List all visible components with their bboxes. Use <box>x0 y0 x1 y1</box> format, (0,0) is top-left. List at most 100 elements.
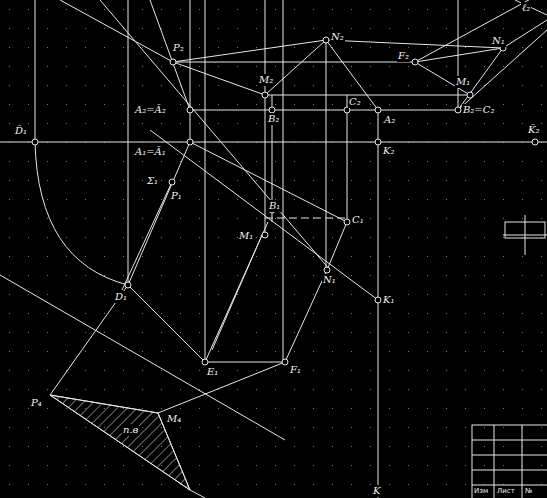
point-label: M₄ <box>166 413 182 425</box>
construction-line <box>375 107 381 113</box>
construction-line <box>128 142 190 285</box>
point-label: M₁ <box>238 230 254 242</box>
point-label: K <box>372 485 381 497</box>
construction-line <box>190 110 458 111</box>
construction-line <box>205 0 206 362</box>
point-label: Σ₁ <box>146 175 159 187</box>
construction-line <box>324 267 330 273</box>
point-label: M₁ <box>455 76 471 88</box>
table-cell: № <box>525 487 532 496</box>
construction-line <box>326 40 503 48</box>
hidden-line <box>265 218 347 219</box>
point-label: B₂ <box>267 113 280 125</box>
point-label: D₁ <box>114 291 128 303</box>
point-label: B₂=C₂ <box>462 104 495 116</box>
point-label: P₁ <box>170 190 183 202</box>
point-label: п.в <box>122 424 139 436</box>
construction-line <box>190 142 347 222</box>
construction-line <box>173 62 265 95</box>
construction-line <box>150 0 190 110</box>
construction-line <box>532 139 538 145</box>
construction-line <box>158 362 285 413</box>
construction-line <box>326 40 378 110</box>
construction-line <box>50 395 190 490</box>
construction-line <box>212 235 262 350</box>
table-cell: Изм <box>474 487 488 496</box>
title-block <box>472 425 547 498</box>
point-label: F₂ <box>397 50 410 62</box>
construction-line <box>187 139 193 145</box>
construction-line <box>472 440 547 441</box>
table-cell: Лист <box>497 487 515 496</box>
point-label: F₁ <box>289 364 302 376</box>
construction-line <box>378 110 379 498</box>
construction-line <box>515 0 547 15</box>
point-label: ℓ₂ <box>521 2 531 14</box>
construction-line <box>262 92 268 98</box>
construction-line <box>187 107 193 113</box>
construction-line <box>173 40 326 62</box>
construction-line <box>525 215 526 255</box>
construction-line <box>205 362 285 363</box>
construction-line <box>32 139 38 145</box>
construction-line <box>503 20 547 48</box>
point-label: P₂ <box>172 42 185 54</box>
construction-line <box>128 285 205 362</box>
construction-line <box>35 142 128 285</box>
point-label: A₁=Ā₁ <box>134 146 167 158</box>
construction-line <box>125 282 131 288</box>
point-label: K₂ <box>382 145 395 157</box>
construction-line <box>522 425 523 498</box>
construction-line <box>150 130 378 300</box>
construction-line <box>173 62 415 63</box>
construction-line <box>60 0 173 62</box>
point-label: P₄ <box>30 397 43 409</box>
construction-line <box>344 219 350 225</box>
construction-line <box>285 270 327 362</box>
construction-line <box>327 222 347 270</box>
construction-line <box>375 297 381 303</box>
construction-line <box>467 92 473 98</box>
point-label: C₂ <box>348 96 362 108</box>
point-label: N₁ <box>322 274 337 286</box>
construction-line <box>0 142 547 143</box>
construction-line <box>282 359 288 365</box>
construction-line <box>412 59 418 65</box>
construction-line <box>323 37 329 43</box>
point-label: K̄₂ <box>527 124 540 136</box>
construction-line <box>472 470 547 471</box>
point-label: N₂ <box>330 31 345 43</box>
point-label: C₁ <box>351 214 365 226</box>
construction-line <box>128 0 129 285</box>
construction-line <box>472 485 547 486</box>
point-label: M₂ <box>258 74 274 86</box>
construction-line <box>472 425 547 498</box>
construction-line <box>458 30 547 110</box>
point-markers <box>32 37 538 365</box>
construction-line <box>347 95 348 222</box>
construction-line <box>100 0 330 270</box>
point-label: N₁ <box>491 35 506 47</box>
point-label: B₁ <box>268 200 281 212</box>
construction-line <box>169 179 175 185</box>
point-label: E₁ <box>206 366 219 378</box>
construction-line <box>283 0 284 362</box>
construction-line <box>262 232 268 238</box>
construction-line <box>505 222 545 238</box>
construction-line <box>326 40 327 270</box>
construction-line <box>190 0 191 142</box>
construction-line <box>415 0 547 62</box>
point-label: D̄₁ <box>14 125 28 137</box>
construction-line <box>170 59 176 65</box>
construction-line <box>494 425 495 498</box>
construction-line <box>375 139 381 145</box>
construction-line <box>35 0 36 142</box>
construction-line <box>455 107 461 113</box>
construction-line <box>50 285 128 395</box>
construction-line <box>265 0 266 235</box>
construction-line <box>202 359 208 365</box>
hatched-section <box>50 395 190 490</box>
construction-line <box>205 222 268 362</box>
construction-line <box>122 182 172 290</box>
